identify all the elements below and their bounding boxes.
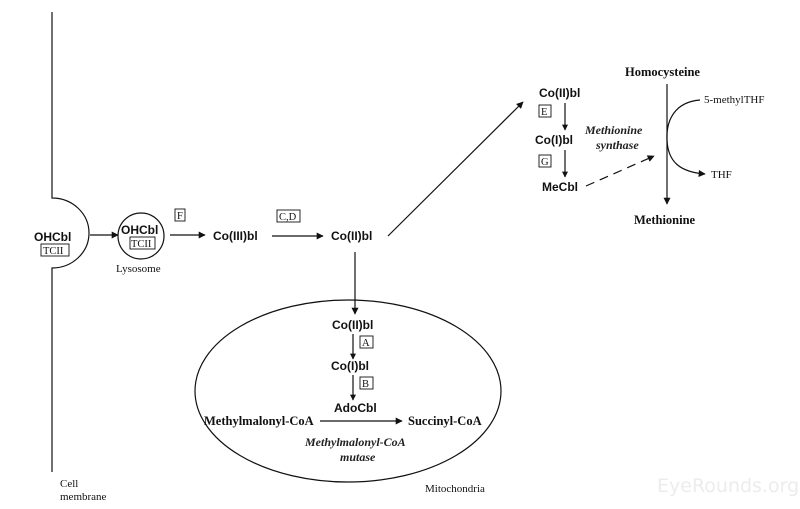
co1-mitochondria: Co(I)bl	[331, 359, 369, 373]
lysosome-circle	[117, 212, 165, 260]
watermark: EyeRounds.org	[657, 475, 799, 497]
methionine: Methionine	[634, 213, 696, 227]
step-f-label: F	[177, 211, 183, 222]
co2-cytosol-branch: Co(II)bl	[539, 86, 580, 100]
homocysteine: Homocysteine	[625, 65, 700, 79]
thf: THF	[711, 169, 732, 181]
arrow-co2-to-cytosol-branch	[387, 101, 524, 237]
methionine-synthase-line2: synthase	[595, 138, 639, 152]
mecbl: MeCbl	[542, 180, 578, 194]
step-g-label: G	[541, 157, 549, 168]
cofactor-curve	[666, 99, 706, 177]
ohcbl-lysosome: OHCbl	[121, 223, 158, 237]
step-e-label: E	[541, 107, 547, 118]
co2-mitochondria: Co(II)bl	[332, 318, 373, 332]
step-f-box	[174, 208, 186, 222]
dashed-arrow-mecbl-to-cycle	[585, 155, 655, 187]
cell-membrane-label-2: membrane	[60, 491, 107, 503]
tcii-box-lysosome	[129, 236, 156, 250]
mitochondria-label: Mitochondria	[425, 483, 485, 495]
tcii-extracellular: TCII	[43, 246, 64, 257]
lysosome-label: Lysosome	[116, 263, 161, 275]
5-methylthf: 5-methylTHF	[704, 94, 765, 106]
mutase-line1: Methylmalonyl-CoA	[304, 435, 406, 449]
step-e-box	[538, 104, 552, 118]
step-b-box	[359, 376, 374, 390]
succinyl-coa: Succinyl-CoA	[408, 414, 482, 428]
step-cd-box	[276, 209, 301, 223]
adocbl: AdoCbl	[334, 401, 377, 415]
step-a-label: A	[362, 338, 370, 349]
step-cd-label: C,D	[279, 212, 297, 223]
step-a-box	[359, 335, 374, 349]
mutase-line2: mutase	[340, 450, 376, 464]
cell-membrane-label-1: Cell	[60, 478, 78, 490]
step-g-box	[538, 154, 552, 168]
ohcbl-extracellular: OHCbl	[34, 230, 71, 244]
methionine-synthase-line1: Methionine	[584, 123, 643, 137]
mitochondria-membrane	[194, 299, 502, 483]
co1-cytosol: Co(I)bl	[535, 133, 573, 147]
co3-cobalamin: Co(III)bl	[213, 229, 258, 243]
co2-cytosol: Co(II)bl	[331, 229, 372, 243]
cell-membrane	[51, 12, 90, 472]
tcii-box-extracellular	[40, 243, 70, 257]
methylmalonyl-coa: Methylmalonyl-CoA	[204, 414, 314, 428]
tcii-lysosome: TCII	[131, 239, 152, 250]
step-b-label: B	[362, 379, 369, 390]
